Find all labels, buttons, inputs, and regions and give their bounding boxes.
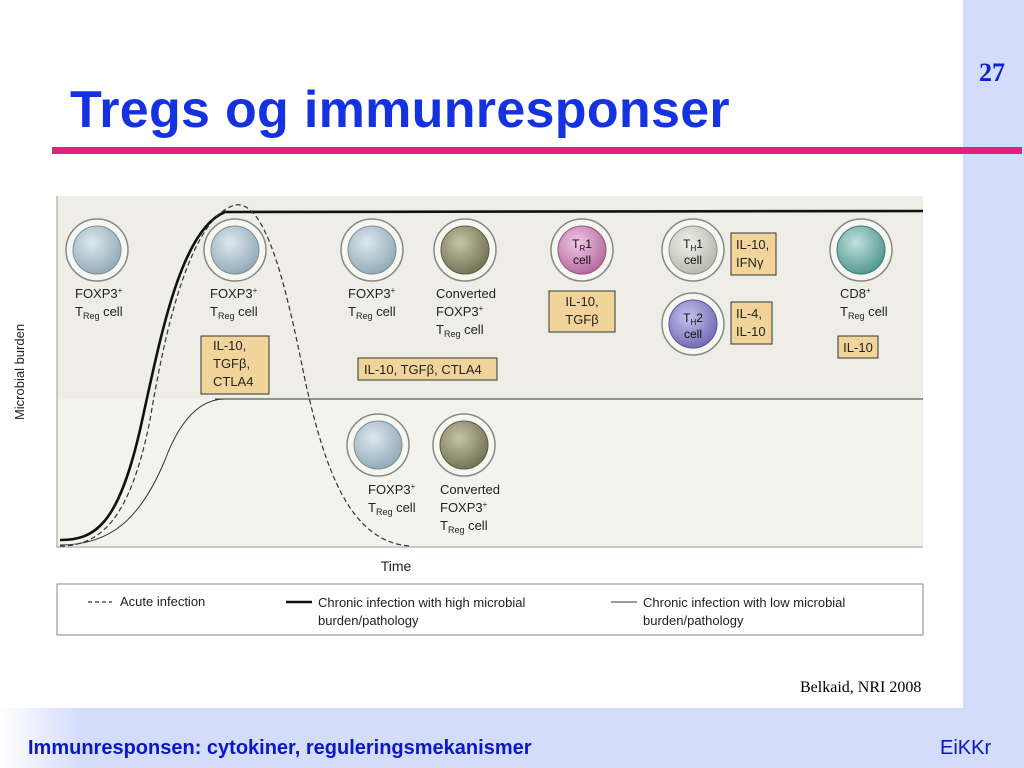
legend-chronic-low-label-1: Chronic infection with low microbial xyxy=(643,595,845,610)
svg-text:TReg cell: TReg cell xyxy=(75,304,123,321)
svg-text:IL-4,: IL-4, xyxy=(736,306,762,321)
tr1-cell xyxy=(550,218,614,282)
svg-text:IL-10: IL-10 xyxy=(843,340,873,355)
th2-cell xyxy=(661,292,725,356)
svg-text:TReg cell: TReg cell xyxy=(840,304,888,321)
th2-cell-label: TH2 xyxy=(683,311,703,327)
cytokine-box-tr1: IL-10, TGFβ xyxy=(548,290,616,333)
treg-caption-3: FOXP3+ TReg cell xyxy=(348,286,396,321)
svg-text:TReg cell: TReg cell xyxy=(368,500,416,517)
treg-cell-low xyxy=(346,413,410,477)
svg-text:FOXP3+: FOXP3+ xyxy=(436,304,484,319)
svg-text:TGFβ: TGFβ xyxy=(565,312,598,327)
y-axis-label: Microbial burden xyxy=(12,324,27,420)
svg-text:IL-10, TGFβ, CTLA4: IL-10, TGFβ, CTLA4 xyxy=(364,362,482,377)
svg-text:FOXP3+: FOXP3+ xyxy=(210,286,258,301)
footer-brand: EiKKr xyxy=(940,737,992,759)
footer-text: Immunresponsen: cytokiner, reguleringsme… xyxy=(28,737,532,759)
svg-text:IL-10,: IL-10, xyxy=(736,237,769,252)
legend-chronic-low-label-2: burden/pathology xyxy=(643,613,744,628)
legend-chronic-high-label-1: Chronic infection with high microbial xyxy=(318,595,525,610)
tr1-cell-label-2: cell xyxy=(573,253,591,267)
svg-text:IL-10,: IL-10, xyxy=(565,294,598,309)
th1-cell-label-2: cell xyxy=(684,253,702,267)
th1-cell-label: TH1 xyxy=(683,237,703,253)
chronic-high-curve xyxy=(59,209,924,542)
legend-chronic-high-label-2: burden/pathology xyxy=(318,613,419,628)
converted-treg-cell-low xyxy=(432,413,496,477)
title-underline xyxy=(52,147,1022,154)
treg-caption-low: FOXP3+ TReg cell xyxy=(368,482,416,517)
acute-curve xyxy=(59,204,411,547)
bottom-decor-band xyxy=(0,708,1024,768)
converted-treg-caption-top: Converted FOXP3+ TReg cell xyxy=(436,286,496,339)
slide-title: Tregs og immunresponser xyxy=(70,81,730,139)
legend-acute-label: Acute infection xyxy=(120,594,205,609)
right-decor-band xyxy=(963,0,1024,768)
svg-text:TReg cell: TReg cell xyxy=(210,304,258,321)
cd8-treg-caption: CD8+ TReg cell xyxy=(840,286,888,321)
cytokine-box-foxp3-converted: IL-10, TGFβ, CTLA4 xyxy=(357,357,498,381)
cd8-treg-cell xyxy=(829,218,893,282)
treg-cell-2 xyxy=(203,218,267,282)
svg-text:FOXP3+: FOXP3+ xyxy=(368,482,416,497)
svg-text:FOXP3+: FOXP3+ xyxy=(75,286,123,301)
converted-treg-caption-low: Converted FOXP3+ TReg cell xyxy=(440,482,500,535)
svg-text:IFNγ: IFNγ xyxy=(736,255,764,270)
svg-text:FOXP3+: FOXP3+ xyxy=(440,500,488,515)
cytokine-box-th1: IL-10, IFNγ xyxy=(730,232,777,276)
svg-text:CTLA4: CTLA4 xyxy=(213,374,253,389)
svg-text:FOXP3+: FOXP3+ xyxy=(348,286,396,301)
svg-text:TGFβ,: TGFβ, xyxy=(213,356,250,371)
converted-treg-cell-top xyxy=(433,218,497,282)
legend: Acute infection Chronic infection with h… xyxy=(56,583,924,636)
svg-text:IL-10,: IL-10, xyxy=(213,338,246,353)
cytokine-box-treg-acute: IL-10, TGFβ, CTLA4 xyxy=(200,335,270,395)
citation: Belkaid, NRI 2008 xyxy=(800,679,922,696)
chronic-low-curve xyxy=(59,398,226,546)
svg-text:Converted: Converted xyxy=(440,482,500,497)
th1-cell xyxy=(661,218,725,282)
treg-caption-1: FOXP3+ TReg cell xyxy=(75,286,123,321)
cytokine-box-cd8: IL-10 xyxy=(837,335,879,359)
svg-text:TReg cell: TReg cell xyxy=(348,304,396,321)
treg-caption-2: FOXP3+ TReg cell xyxy=(210,286,258,321)
th2-cell-label-2: cell xyxy=(684,327,702,341)
x-axis-label: Time xyxy=(381,558,412,574)
tr1-cell-label: TR1 xyxy=(572,237,592,253)
cytokine-box-th2: IL-4, IL-10 xyxy=(730,301,773,345)
svg-text:TReg cell: TReg cell xyxy=(436,322,484,339)
slide-number: 27 xyxy=(979,58,1005,87)
treg-cell-3 xyxy=(340,218,404,282)
svg-text:CD8+: CD8+ xyxy=(840,286,871,301)
low-burden-panel xyxy=(57,399,923,547)
svg-text:Converted: Converted xyxy=(436,286,496,301)
svg-text:IL-10: IL-10 xyxy=(736,324,766,339)
svg-text:TReg cell: TReg cell xyxy=(440,518,488,535)
treg-cell-1 xyxy=(65,218,129,282)
